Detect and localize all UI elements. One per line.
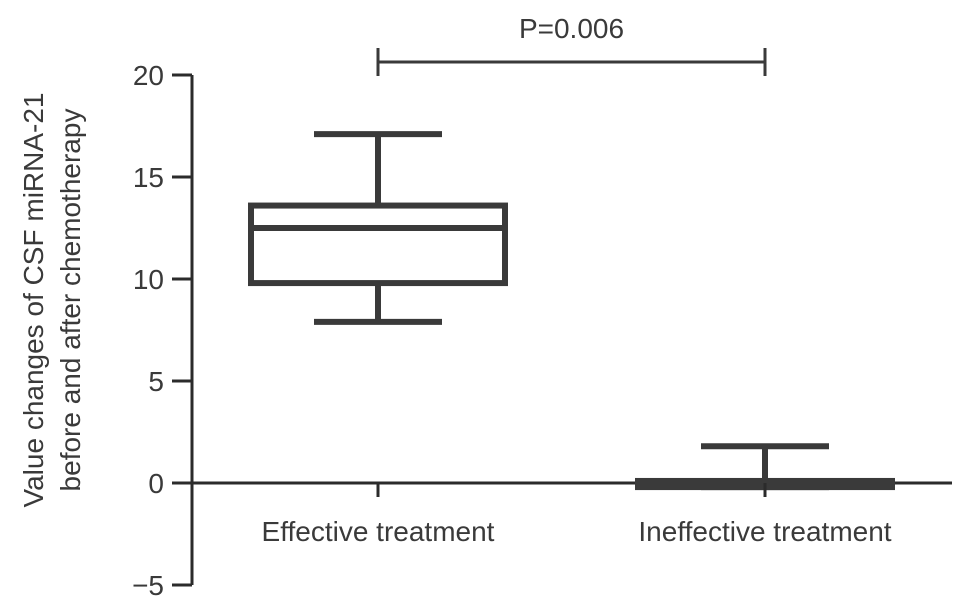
x-axis-labels: Effective treatment Ineffective treatment — [262, 483, 892, 547]
y-tick-label: 5 — [148, 366, 164, 397]
y-tick-label: 15 — [133, 162, 164, 193]
y-tick-label: 20 — [133, 60, 164, 91]
y-axis-ticks: −5 0 5 10 15 20 — [132, 60, 192, 601]
box-effective — [248, 131, 508, 325]
y-tick-label: 0 — [148, 468, 164, 499]
y-axis-title: Value changes of CSF miRNA-21 before and… — [18, 93, 86, 508]
y-tick-label: 10 — [133, 264, 164, 295]
iqr-box — [248, 202, 508, 287]
x-category-label: Ineffective treatment — [638, 516, 891, 547]
y-axis-title-line-1: Value changes of CSF miRNA-21 — [18, 93, 49, 508]
box-series — [248, 131, 895, 491]
y-tick-label: −5 — [132, 570, 164, 601]
significance-annotation: P=0.006 — [376, 13, 767, 76]
axes — [190, 75, 952, 585]
y-axis-title-line-2: before and after chemotherapy — [55, 109, 86, 492]
p-value-label: P=0.006 — [519, 13, 624, 44]
x-category-label: Effective treatment — [262, 516, 495, 547]
box-ineffective — [635, 443, 895, 491]
